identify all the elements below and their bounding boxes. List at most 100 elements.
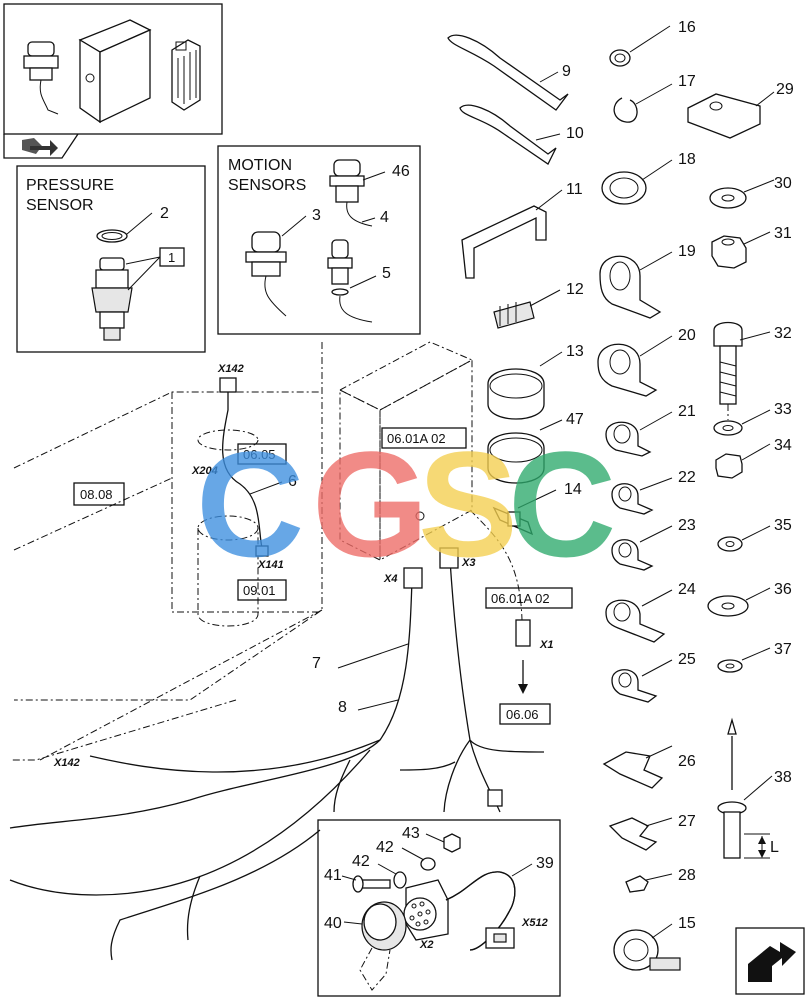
part-number-11: 11	[566, 181, 583, 198]
book-arrow-icon[interactable]	[22, 138, 58, 156]
part-number-43: 43	[402, 825, 420, 842]
cap-13	[487, 368, 545, 420]
circlip-17	[613, 97, 638, 123]
part-number-30: 30	[774, 175, 792, 192]
sensor-harness-6	[219, 377, 269, 557]
motion-sensor-3	[245, 231, 287, 317]
grommet-12	[493, 301, 535, 329]
motion-sensor-46	[329, 159, 373, 227]
ref-06-01a-02-top: 06.01A 02	[387, 431, 446, 446]
part-number-38: 38	[774, 769, 792, 786]
washer-37	[717, 659, 743, 673]
nut-34	[715, 453, 743, 479]
cap-47	[487, 432, 545, 484]
part-number-32: 32	[774, 325, 792, 342]
connector-detail-panel: 41 42 42 43 X2 40	[317, 819, 561, 997]
part-number-42b: 42	[376, 839, 394, 856]
part-number-6: 6	[288, 473, 297, 490]
ref-06-01a-02-mid: 06.01A 02	[491, 591, 550, 606]
ref-06-06: 06.06	[506, 707, 539, 722]
connector-x1: X1	[539, 639, 553, 651]
part-number-31: 31	[774, 225, 792, 242]
part-number-22: 22	[678, 469, 696, 486]
part-number-24: 24	[678, 581, 696, 598]
lock-washer-35	[717, 536, 743, 552]
connector-x2-socket	[403, 879, 449, 941]
tank	[197, 429, 259, 627]
watermark-letter-3: S	[418, 420, 518, 588]
part-number-19: 19	[678, 243, 696, 260]
part-number-23: 23	[678, 517, 696, 534]
ref-09-01: 09.01	[243, 583, 276, 598]
machine-body-outline	[10, 342, 323, 761]
part-number-25: 25	[678, 651, 696, 668]
connector-x142-left: X142	[53, 757, 80, 769]
main-harness	[9, 547, 545, 961]
pressure-sensor	[91, 257, 133, 341]
clamp-29	[687, 93, 761, 139]
motion-sensors-panel: MOTION SENSORS 46 4 3 5	[217, 145, 421, 335]
grommet-18	[601, 171, 647, 205]
part-number-26: 26	[678, 753, 696, 770]
cable-tie-10	[459, 104, 557, 165]
nut-31	[711, 235, 747, 269]
part-number-33: 33	[774, 401, 792, 418]
part-number-39: 39	[536, 855, 554, 872]
motion-sensor-5	[327, 239, 373, 323]
connector-x204: X204	[191, 465, 218, 477]
clip-28	[625, 875, 649, 893]
overview-sensor	[23, 41, 59, 115]
clip-26	[602, 751, 664, 789]
part-number-21: 21	[678, 403, 696, 420]
clip-19	[599, 255, 662, 319]
part-number-8: 8	[338, 699, 347, 716]
pressure-sensor-panel: PRESSURE SENSOR 2 1	[16, 165, 206, 353]
control-box	[338, 341, 474, 561]
part-number-42a: 42	[352, 853, 370, 870]
clip-21	[605, 421, 652, 457]
connector-x3: X3	[461, 557, 475, 569]
clip-23	[611, 539, 654, 571]
part-number-35: 35	[774, 517, 792, 534]
dimension-label-l: L	[770, 839, 779, 856]
harness-39	[445, 871, 516, 951]
part-number-18: 18	[678, 151, 696, 168]
part-number-46: 46	[392, 163, 410, 180]
gland-15	[613, 929, 681, 971]
pressure-title-line1: PRESSURE	[26, 177, 114, 194]
part-number-17: 17	[678, 73, 696, 90]
connector-x4: X4	[383, 573, 397, 585]
connector-x512: X512	[521, 917, 548, 929]
overview-panel	[3, 3, 223, 159]
cable-tie-9	[447, 34, 569, 111]
bracket-11	[461, 205, 547, 279]
part-number-34: 34	[774, 437, 792, 454]
part-number-10: 10	[566, 125, 584, 142]
part-number-13: 13	[566, 343, 584, 360]
bolt-32	[713, 321, 743, 405]
part-number-15: 15	[678, 915, 696, 932]
part-number-3: 3	[312, 207, 321, 224]
ref-06-05: 06.05	[243, 447, 276, 462]
connector-x142-top: X142	[217, 363, 244, 375]
watermark-letter-1: C	[196, 420, 304, 588]
part-number-16: 16	[678, 19, 696, 36]
pressure-title-line2: SENSOR	[26, 197, 94, 214]
cap-40	[359, 901, 407, 991]
motion-title-line2: SENSORS	[228, 177, 306, 194]
clip-27	[608, 817, 658, 851]
next-page-arrow-icon[interactable]	[735, 927, 805, 995]
rivet-38	[717, 717, 770, 859]
part-number-40: 40	[324, 915, 342, 932]
ref-box-1: 1	[168, 250, 175, 265]
part-number-37: 37	[774, 641, 792, 658]
watermark-letter-2: G	[312, 420, 429, 588]
part-number-2: 2	[160, 205, 169, 222]
part-number-41: 41	[324, 867, 342, 884]
part-number-29: 29	[776, 81, 794, 98]
part-number-5: 5	[382, 265, 391, 282]
part-number-27: 27	[678, 813, 696, 830]
cable-x1	[469, 509, 531, 694]
washer-16	[609, 49, 631, 67]
